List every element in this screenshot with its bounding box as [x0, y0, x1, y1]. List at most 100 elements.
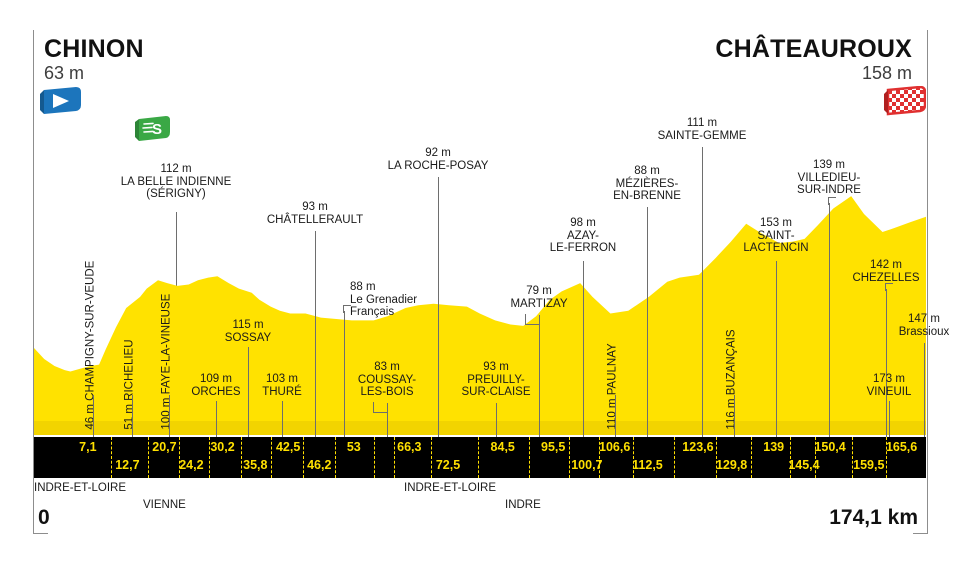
km-label: 95,5: [541, 440, 566, 454]
km-tick: [178, 437, 180, 478]
km-label: 112,5: [632, 458, 663, 472]
start-flag-icon: [40, 86, 82, 121]
km-label: 53: [346, 440, 361, 454]
sprint-sub: (SÉRIGNY): [146, 188, 206, 201]
leader-line-thure: [282, 401, 283, 453]
leader-elbow-coussay-les-bois: [373, 402, 388, 413]
km-tick: [373, 437, 375, 478]
km-tick: [148, 437, 150, 478]
point-label-le-grenadier: 88 m Le Grenadier Français: [350, 281, 418, 319]
leader-line-coussay-les-bois: [387, 403, 388, 453]
elevation-profile-svg: [34, 196, 926, 435]
km-tick: [528, 437, 530, 478]
frame-bracket-bottom-right: [913, 525, 928, 534]
leader-line-chatellerault: [315, 231, 316, 453]
km-tick: [715, 437, 717, 478]
km-tick: [271, 437, 273, 478]
sprint-name: LA BELLE INDIENNE: [120, 175, 232, 188]
km-label: 24,2: [179, 458, 204, 472]
point-label-la-roche-posay: 92 m LA ROCHE-POSAY: [387, 147, 489, 172]
km-label: 84,5: [490, 440, 515, 454]
leader-elbow-le-grenadier: [343, 305, 351, 313]
km-label: 123,6: [682, 440, 714, 454]
leader-line-sainte-gemme: [702, 147, 703, 453]
leader-line-sossay: [248, 347, 249, 453]
department-label: INDRE-ET-LOIRE: [34, 482, 127, 494]
point-label-richelieu: 51 m RICHELIEU: [123, 339, 136, 430]
km-label: 66,3: [397, 440, 422, 454]
km-tick: [885, 437, 887, 478]
leader-line-brassioux: [924, 343, 925, 453]
point-label-chatellerault: 93 m CHÂTELLERAULT: [266, 201, 364, 226]
km-tick: [431, 437, 433, 478]
leader-line-vineuil: [889, 401, 890, 453]
km-label: 165,6: [885, 440, 918, 454]
leader-line-orches: [216, 401, 217, 453]
leader-elbow-martizay: [525, 314, 540, 325]
km-label: 159,5: [853, 458, 885, 472]
km-tick: [599, 437, 601, 478]
km-tick: [241, 437, 242, 478]
leader-line-paulnay: [615, 395, 616, 453]
km-label: 139: [763, 440, 785, 454]
frame-bracket-top-right: [917, 30, 928, 532]
leader-elbow-chezelles: [885, 283, 893, 291]
finish-city-block: CHÂTEAUROUX 158 m: [600, 35, 912, 84]
km-label: 42,5: [275, 440, 301, 454]
leader-line-le-grenadier: [344, 311, 345, 453]
leader-line-buzancais: [734, 395, 735, 453]
elevation-area-base: [34, 421, 926, 435]
km-tick: [851, 437, 853, 478]
km-label: 7,1: [79, 440, 97, 454]
frame-bracket-bottom-left: [33, 525, 48, 534]
km-label: 145,4: [788, 458, 820, 472]
km-tick: [303, 437, 305, 478]
finish-city-name: CHÂTEAUROUX: [715, 35, 912, 63]
checkered-flag-icon: [884, 85, 927, 121]
leader-line-champigny-sur-veude: [93, 395, 94, 453]
distance-end-label: 174,1 km: [829, 506, 918, 529]
sprint-altitude: 112 m: [160, 163, 192, 175]
km-tick: [111, 437, 113, 478]
leader-line-richelieu: [132, 395, 133, 453]
km-label: 35,8: [243, 458, 268, 472]
sprint-point-label: 112 m LA BELLE INDIENNE (SÉRIGNY): [121, 163, 232, 201]
point-label-chezelles: 142 m CHEZELLES: [852, 259, 920, 284]
point-label-thure: 103 m THURÉ: [262, 373, 302, 398]
department-label: INDRE-ET-LOIRE: [404, 482, 497, 494]
km-tick: [335, 437, 337, 478]
department-label: VIENNE: [143, 499, 186, 511]
point-label-azay-le-ferron: 98 m AZAY- LE-FERRON: [549, 217, 617, 255]
point-label-coussay-les-bois: 83 m COUSSAY- LES-BOIS: [357, 361, 417, 399]
department-label: INDRE: [505, 499, 541, 511]
frame-bracket-top-left: [33, 30, 44, 532]
point-label-mezieres-en-brenne: 88 m MÉZIÈRES- EN-BRENNE: [613, 165, 681, 203]
finish-city-altitude: 158 m: [861, 63, 912, 83]
elevation-area-fill: [34, 196, 926, 435]
leader-elbow-villedieu-sur-indre: [828, 197, 836, 205]
point-label-sainte-gemme: 111 m SAINTE-GEMME: [657, 117, 747, 142]
point-label-paulnay: 110 m PAULNAY: [606, 343, 619, 430]
km-label: 30,2: [210, 440, 235, 454]
km-tick: [673, 437, 675, 478]
point-label-faye-la-vineuse: 100 m FAYE-LA-VINEUSE: [160, 293, 173, 430]
green-sprint-flag-icon: S: [134, 115, 172, 148]
km-tick: [633, 437, 635, 478]
leader-line-saint-lactencin: [776, 261, 777, 453]
point-label-martizay: 79 m MARTIZAY: [510, 285, 568, 310]
start-city-altitude: 63 m: [44, 63, 85, 83]
km-label: 100,7: [571, 458, 603, 472]
km-tick: [814, 437, 816, 478]
point-label-brassioux: 147 m Brassioux: [898, 313, 950, 338]
km-tick: [394, 437, 396, 478]
km-tick: [750, 437, 752, 478]
km-label: 129,8: [715, 458, 748, 472]
leader-line-martizay: [539, 315, 540, 453]
svg-text:S: S: [152, 121, 162, 138]
leader-line-preuilly-sur-claise: [496, 403, 497, 453]
km-label: 150,4: [814, 440, 846, 454]
km-tick: [789, 437, 791, 478]
km-label: 12,7: [115, 458, 140, 472]
